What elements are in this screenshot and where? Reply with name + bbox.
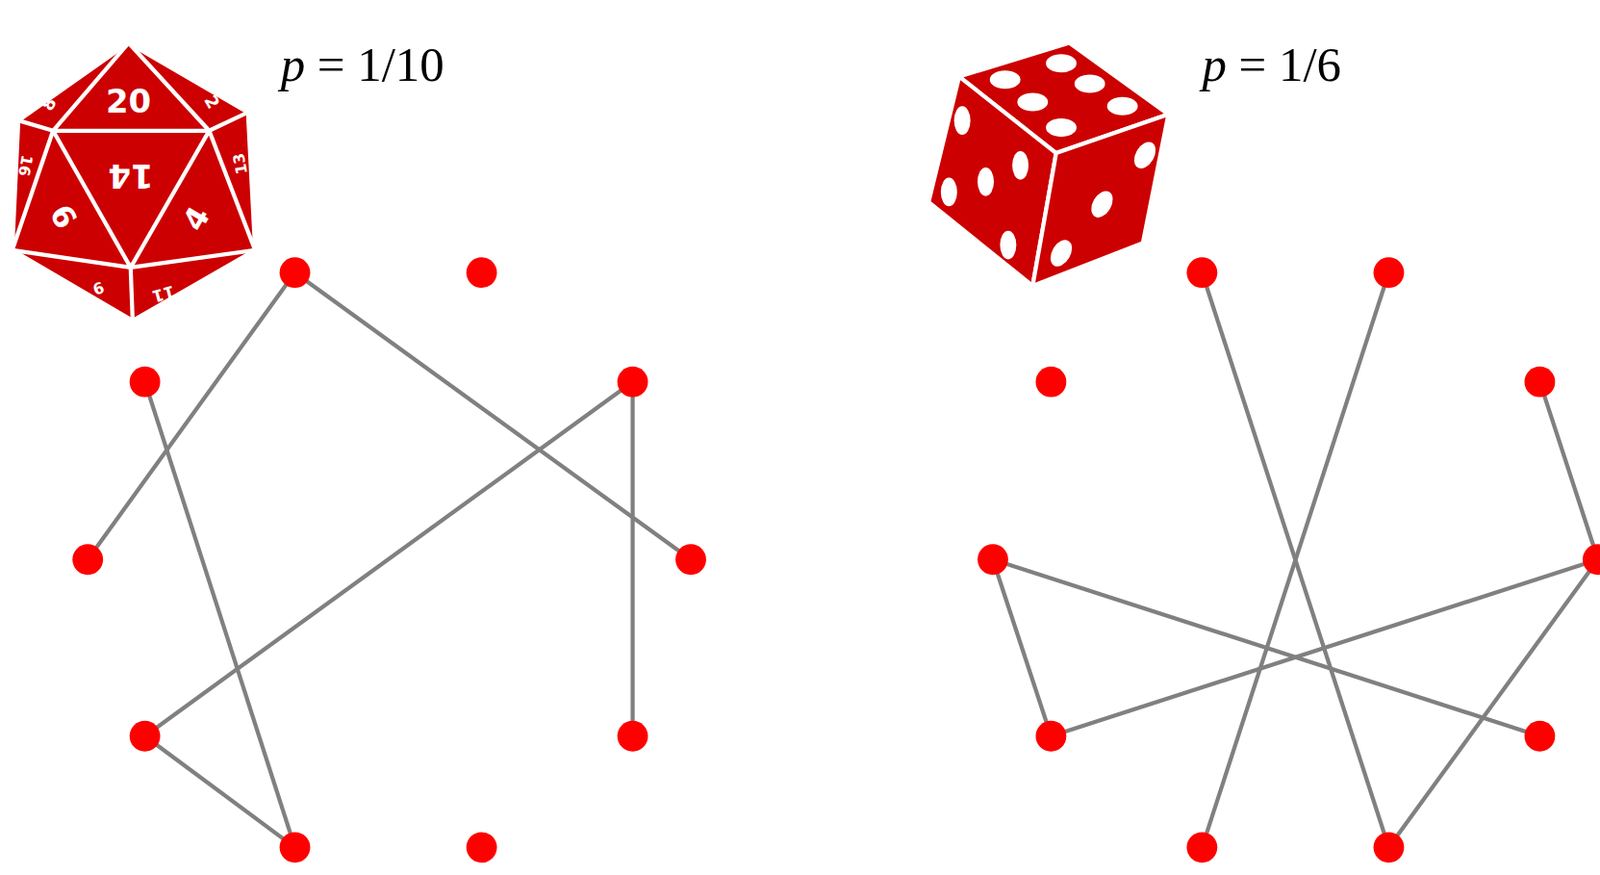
vertex-dot xyxy=(1186,256,1218,288)
vertex-dot xyxy=(617,720,649,752)
vertex-dot xyxy=(1373,256,1405,288)
vertex-dot xyxy=(279,256,311,288)
pip xyxy=(1074,74,1106,93)
pip xyxy=(999,230,1016,260)
die-edge xyxy=(208,112,248,131)
graph-edge xyxy=(1201,272,1389,847)
vertex-dot xyxy=(1186,831,1218,863)
vertex-dot xyxy=(675,543,707,575)
vertex-dot xyxy=(1524,720,1556,752)
pip xyxy=(1045,53,1077,73)
pip xyxy=(1129,138,1160,173)
vertex-dot xyxy=(129,366,161,398)
pip xyxy=(990,70,1021,89)
pip xyxy=(1107,97,1139,116)
vertex-dot xyxy=(977,543,1009,575)
die-edge xyxy=(130,267,133,321)
vertex-dot xyxy=(72,543,103,575)
graph-edge xyxy=(1050,558,1598,736)
d20-die xyxy=(12,43,255,322)
vertex-dot xyxy=(1035,720,1067,752)
die-face-number: 13 xyxy=(231,151,252,176)
die-edge xyxy=(18,120,53,131)
die-face-number: 20 xyxy=(105,85,152,119)
vertex-dot xyxy=(1582,543,1600,575)
die-edges xyxy=(12,43,255,322)
graph-edge xyxy=(992,558,1540,736)
vertex-dot xyxy=(617,366,649,398)
pip xyxy=(977,167,994,197)
die-edge xyxy=(52,130,209,268)
graph-edge xyxy=(145,381,296,848)
vertex-dot xyxy=(466,256,498,288)
probability-label: p = 1/10 xyxy=(280,39,445,89)
graph-edges xyxy=(87,272,1599,847)
graph-edge xyxy=(1388,558,1598,847)
graph-vertices xyxy=(72,256,1600,863)
vertex-dot xyxy=(1035,366,1067,398)
vertex-dot xyxy=(1524,366,1556,398)
die-body xyxy=(12,43,255,322)
pip xyxy=(1016,93,1048,112)
pip xyxy=(954,105,971,135)
die-face-number: 16 xyxy=(15,153,35,178)
graph-edge xyxy=(1201,272,1389,847)
die-pips xyxy=(940,53,1161,270)
pip xyxy=(1045,118,1077,137)
pip xyxy=(940,177,958,207)
graph-edge xyxy=(87,272,295,559)
die-outline xyxy=(12,43,255,322)
vertex-dot xyxy=(466,831,498,863)
graph-edge xyxy=(1539,381,1598,560)
vertex-dot xyxy=(279,831,311,863)
pip xyxy=(1012,151,1029,180)
pip xyxy=(1045,235,1076,270)
probability-label: p = 1/6 xyxy=(1201,39,1342,89)
pip xyxy=(1087,187,1118,222)
die-face-number: 14 xyxy=(107,158,153,192)
graph-edge xyxy=(145,381,634,737)
vertex-dot xyxy=(129,720,161,752)
die-face-number: 11 xyxy=(150,282,177,305)
graph-edge xyxy=(630,381,635,737)
d6-die xyxy=(928,43,1169,286)
graph-edge xyxy=(992,558,1051,736)
vertex-dot xyxy=(1373,831,1405,863)
die-face xyxy=(1032,114,1169,286)
graph-edge xyxy=(145,736,296,848)
